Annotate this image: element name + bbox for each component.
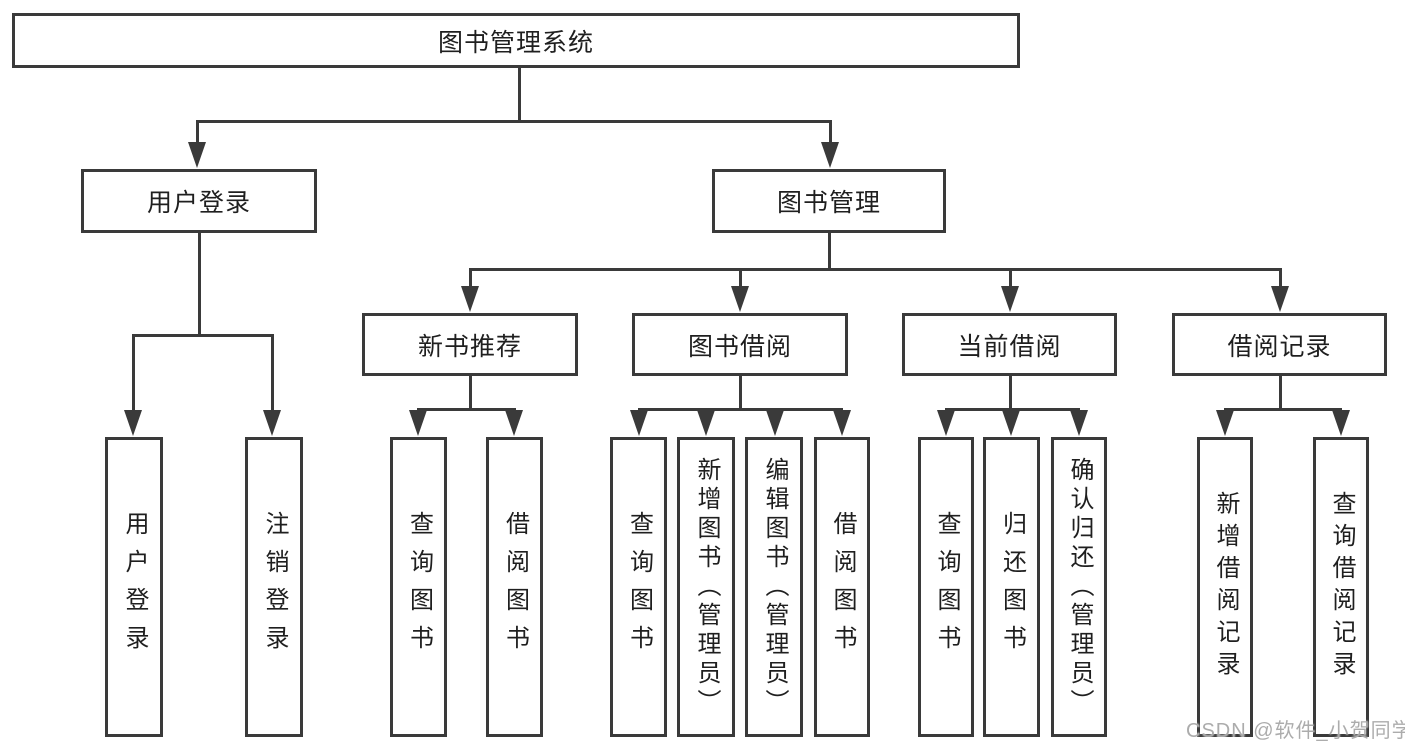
node-borrow-record: 借阅记录 bbox=[1172, 313, 1387, 376]
leaf-query-books-2-label: 查询图书 bbox=[625, 511, 653, 663]
connector-line bbox=[1224, 408, 1342, 411]
connector-line bbox=[828, 233, 831, 271]
connector-line bbox=[132, 334, 135, 412]
arrowhead-down bbox=[766, 410, 784, 436]
connector-line bbox=[198, 233, 201, 337]
connector-line bbox=[469, 376, 472, 411]
leaf-add-book-admin: 新增图书（管理员） bbox=[677, 437, 735, 737]
node-new-book-recommend: 新书推荐 bbox=[362, 313, 578, 376]
connector-line bbox=[196, 120, 199, 146]
arrowhead-down bbox=[1332, 410, 1350, 436]
connector-line bbox=[1009, 376, 1012, 411]
arrowhead-down bbox=[263, 410, 281, 436]
connector-line bbox=[1279, 268, 1282, 290]
node-book-management: 图书管理 bbox=[712, 169, 946, 233]
arrowhead-down bbox=[697, 410, 715, 436]
leaf-edit-book-admin: 编辑图书（管理员） bbox=[745, 437, 803, 737]
node-book-management-label: 图书管理 bbox=[776, 189, 881, 217]
arrowhead-down bbox=[731, 286, 749, 312]
connector-line bbox=[739, 268, 742, 290]
arrowhead-down bbox=[1001, 286, 1019, 312]
leaf-query-books-2: 查询图书 bbox=[610, 437, 667, 737]
leaf-add-borrow-record: 新增借阅记录 bbox=[1197, 437, 1253, 737]
connector-line bbox=[739, 376, 742, 411]
node-user-login-label: 用户登录 bbox=[146, 189, 251, 217]
leaf-user-login-label: 用户登录 bbox=[121, 511, 148, 663]
arrowhead-down bbox=[461, 286, 479, 312]
leaf-edit-book-admin-label: 编辑图书（管理员） bbox=[761, 456, 788, 718]
connector-line bbox=[271, 334, 274, 412]
node-book-borrow-label: 图书借阅 bbox=[687, 332, 792, 361]
leaf-borrow-books-1: 借阅图书 bbox=[486, 437, 543, 737]
leaf-logout-label: 注销登录 bbox=[261, 511, 288, 663]
connector-line bbox=[518, 68, 521, 122]
connector-line bbox=[638, 408, 843, 411]
node-book-borrow: 图书借阅 bbox=[632, 313, 848, 376]
node-new-book-recommend-label: 新书推荐 bbox=[417, 332, 522, 361]
leaf-user-login: 用户登录 bbox=[105, 437, 163, 737]
leaf-borrow-books-2: 借阅图书 bbox=[814, 437, 870, 737]
leaf-return-book-label: 归还图书 bbox=[998, 511, 1026, 663]
arrowhead-down bbox=[630, 410, 648, 436]
leaf-query-books-3-label: 查询图书 bbox=[933, 511, 960, 663]
connector-line bbox=[829, 120, 832, 146]
arrowhead-down bbox=[833, 410, 851, 436]
node-user-login: 用户登录 bbox=[81, 169, 317, 233]
arrowhead-down bbox=[1002, 410, 1020, 436]
leaf-query-books-3: 查询图书 bbox=[918, 437, 974, 737]
connector-line bbox=[469, 268, 1281, 271]
leaf-borrow-books-2-label: 借阅图书 bbox=[829, 511, 856, 663]
connector-line bbox=[196, 120, 832, 123]
arrowhead-down bbox=[1271, 286, 1289, 312]
leaf-query-books-1-label: 查询图书 bbox=[405, 511, 433, 663]
arrowhead-down bbox=[124, 410, 142, 436]
leaf-query-borrow-record: 查询借阅记录 bbox=[1313, 437, 1369, 737]
arrowhead-down bbox=[409, 410, 427, 436]
connector-line bbox=[945, 408, 1080, 411]
connector-line bbox=[1009, 268, 1012, 290]
node-root-label: 图书管理系统 bbox=[437, 28, 594, 57]
connector-line bbox=[132, 334, 274, 337]
leaf-confirm-return-admin: 确认归还（管理员） bbox=[1051, 437, 1107, 737]
leaf-return-book: 归还图书 bbox=[983, 437, 1040, 737]
leaf-add-borrow-record-label: 新增借阅记录 bbox=[1212, 491, 1239, 683]
arrowhead-down bbox=[1216, 410, 1234, 436]
arrowhead-down bbox=[1070, 410, 1088, 436]
leaf-confirm-return-admin-label: 确认归还（管理员） bbox=[1066, 456, 1093, 718]
arrowhead-down bbox=[505, 410, 523, 436]
leaf-borrow-books-1-label: 借阅图书 bbox=[501, 511, 529, 663]
arrowhead-down bbox=[821, 142, 839, 168]
connector-line bbox=[417, 408, 516, 411]
leaf-logout: 注销登录 bbox=[245, 437, 303, 737]
leaf-add-book-admin-label: 新增图书（管理员） bbox=[693, 456, 720, 718]
csdn-watermark: CSDN @软件_小贺同学 bbox=[1186, 720, 1405, 742]
leaf-query-books-1: 查询图书 bbox=[390, 437, 447, 737]
arrowhead-down bbox=[188, 142, 206, 168]
connector-line bbox=[469, 268, 472, 290]
arrowhead-down bbox=[937, 410, 955, 436]
node-current-borrow: 当前借阅 bbox=[902, 313, 1117, 376]
node-current-borrow-label: 当前借阅 bbox=[957, 332, 1062, 361]
connector-line bbox=[1279, 376, 1282, 411]
node-borrow-record-label: 借阅记录 bbox=[1227, 332, 1332, 361]
node-root: 图书管理系统 bbox=[12, 13, 1020, 68]
leaf-query-borrow-record-label: 查询借阅记录 bbox=[1328, 491, 1355, 683]
